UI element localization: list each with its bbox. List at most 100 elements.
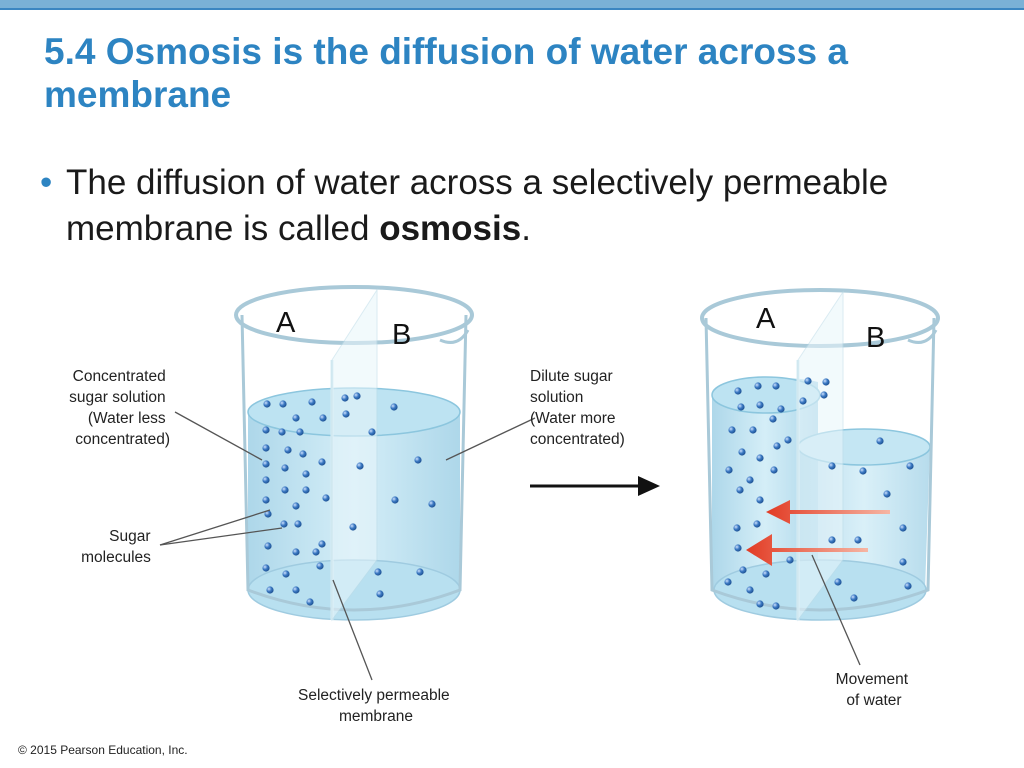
water-arrow-lower: [746, 534, 868, 566]
left-beaker-spout: [439, 329, 470, 344]
slide-title: 5.4 Osmosis is the diffusion of water ac…: [44, 31, 848, 115]
bullet-point: • The diffusion of water across a select…: [40, 160, 940, 252]
sugar-molecule-icon: [374, 568, 382, 576]
sugar-molecule-icon: [302, 470, 310, 478]
sugar-molecule-icon: [777, 405, 785, 413]
sugar-molecule-icon: [414, 456, 422, 464]
sugar-molecule-icon: [834, 578, 842, 586]
concentrated-solution-label: Concentrated sugar solution (Water less …: [69, 368, 170, 448]
sugar-molecule-icon: [416, 568, 424, 576]
sugar-molecule-icon: [906, 462, 914, 470]
sugar-molecule-icon: [734, 387, 742, 395]
sugar-molecule-icon: [292, 414, 300, 422]
osmosis-figure: A B A B Concentrated sugar soluti: [69, 285, 940, 725]
sugar-molecule-icon: [876, 437, 884, 445]
left-beaker: [234, 285, 474, 622]
bullet-text: The diffusion of water across a selectiv…: [66, 160, 940, 252]
sugar-molecule-icon: [316, 562, 324, 570]
sugar-molecule-icon: [746, 586, 754, 594]
sugar-molecule-icon: [784, 436, 792, 444]
sugar-molecule-icon: [756, 496, 764, 504]
sugar-molecule-icon: [756, 600, 764, 608]
sugar-molecule-icon: [724, 578, 732, 586]
callout-lines: [159, 411, 861, 681]
membrane-label: Selectively permeable membrane: [298, 687, 454, 725]
sugar-molecule-icon: [820, 391, 828, 399]
movement-of-water-label: Movement of water: [836, 671, 913, 709]
sugar-molecule-icon: [296, 428, 304, 436]
sugar-molecule-icon: [263, 400, 271, 408]
sugar-molecule-icon: [280, 520, 288, 528]
water-arrow-upper: [766, 500, 890, 524]
sugar-molecule-icon: [883, 490, 891, 498]
sugar-molecule-icon: [728, 426, 736, 434]
sugar-molecule-icon: [264, 510, 272, 518]
right-label-a: A: [756, 303, 776, 335]
sugar-molecule-icon: [428, 500, 436, 508]
sugar-molecule-icon: [828, 536, 836, 544]
sugar-molecule-icon: [772, 382, 780, 390]
left-beaker-glass: [240, 314, 468, 612]
sugar-molecule-icon: [899, 558, 907, 566]
sugar-molecule-icon: [282, 570, 290, 578]
sugar-molecule-icon: [322, 494, 330, 502]
sugar-molecule-icon: [262, 460, 270, 468]
sugar-molecule-icon: [754, 382, 762, 390]
left-label-a: A: [276, 307, 296, 339]
sugar-molecule-icon: [725, 466, 733, 474]
sugar-molecule-icon: [786, 556, 794, 564]
right-label-b: B: [866, 322, 885, 354]
sugar-molecule-icon: [264, 542, 272, 550]
process-arrow-icon: [530, 476, 660, 496]
sugar-molecule-icon: [772, 602, 780, 610]
sugar-molecule-icon: [279, 400, 287, 408]
sugar-molecule-icon: [368, 428, 376, 436]
left-membrane-plane: [331, 288, 378, 622]
sugar-molecule-icon: [292, 586, 300, 594]
sugar-molecule-icon: [733, 524, 741, 532]
sugar-molecule-icon: [302, 486, 310, 494]
sugar-molecule-icon: [828, 462, 836, 470]
sugar-molecule-icon: [734, 544, 742, 552]
sugar-molecule-icon: [278, 428, 286, 436]
sugar-molecule-icon: [850, 594, 858, 602]
sugar-molecule-icon: [899, 524, 907, 532]
sugar-molecule-icon: [284, 446, 292, 454]
sugar-molecule-icon: [799, 397, 807, 405]
sugar-molecules-label: Sugar molecules: [81, 528, 155, 566]
bullet-bold-term: osmosis: [379, 209, 522, 248]
sugar-molecule-icon: [756, 454, 764, 462]
bullet-text-end: .: [521, 209, 531, 248]
sugar-molecule-icon: [770, 466, 778, 474]
sugar-molecule-icon: [308, 398, 316, 406]
sugar-molecule-icon: [804, 377, 812, 385]
sugar-molecule-icon: [318, 540, 326, 548]
sugar-molecule-icon: [769, 415, 777, 423]
sugar-molecule-icon: [749, 426, 757, 434]
sugar-molecule-icon: [854, 536, 862, 544]
top-accent-bar: [0, 0, 1024, 10]
sugar-molecule-icon: [753, 520, 761, 528]
sugar-molecule-icon: [746, 476, 754, 484]
sugar-molecule-icon: [859, 467, 867, 475]
left-label-b: B: [392, 319, 411, 351]
sugar-molecule-icon: [281, 486, 289, 494]
sugar-molecule-icon: [349, 523, 357, 531]
dilute-solution-label: Dilute sugar solution (Water more concen…: [530, 368, 625, 448]
sugar-molecule-icon: [738, 448, 746, 456]
sugar-molecule-icon: [319, 414, 327, 422]
water-movement-arrows: [746, 500, 890, 566]
sugar-molecule-icon: [773, 442, 781, 450]
sugar-molecule-icon: [822, 378, 830, 386]
sugar-molecule-icon: [281, 464, 289, 472]
right-beaker: [700, 288, 940, 622]
sugar-molecule-icon: [737, 403, 745, 411]
sugar-molecule-icon: [262, 476, 270, 484]
sugar-molecule-icon: [294, 520, 302, 528]
sugar-molecule-icon: [756, 401, 764, 409]
right-beaker-glass: [704, 317, 936, 612]
sugar-molecule-icon: [390, 403, 398, 411]
sugar-molecule-icon: [262, 444, 270, 452]
bullet-text-start: The diffusion of water across a selectiv…: [66, 163, 889, 248]
copyright-notice: © 2015 Pearson Education, Inc.: [18, 743, 188, 757]
